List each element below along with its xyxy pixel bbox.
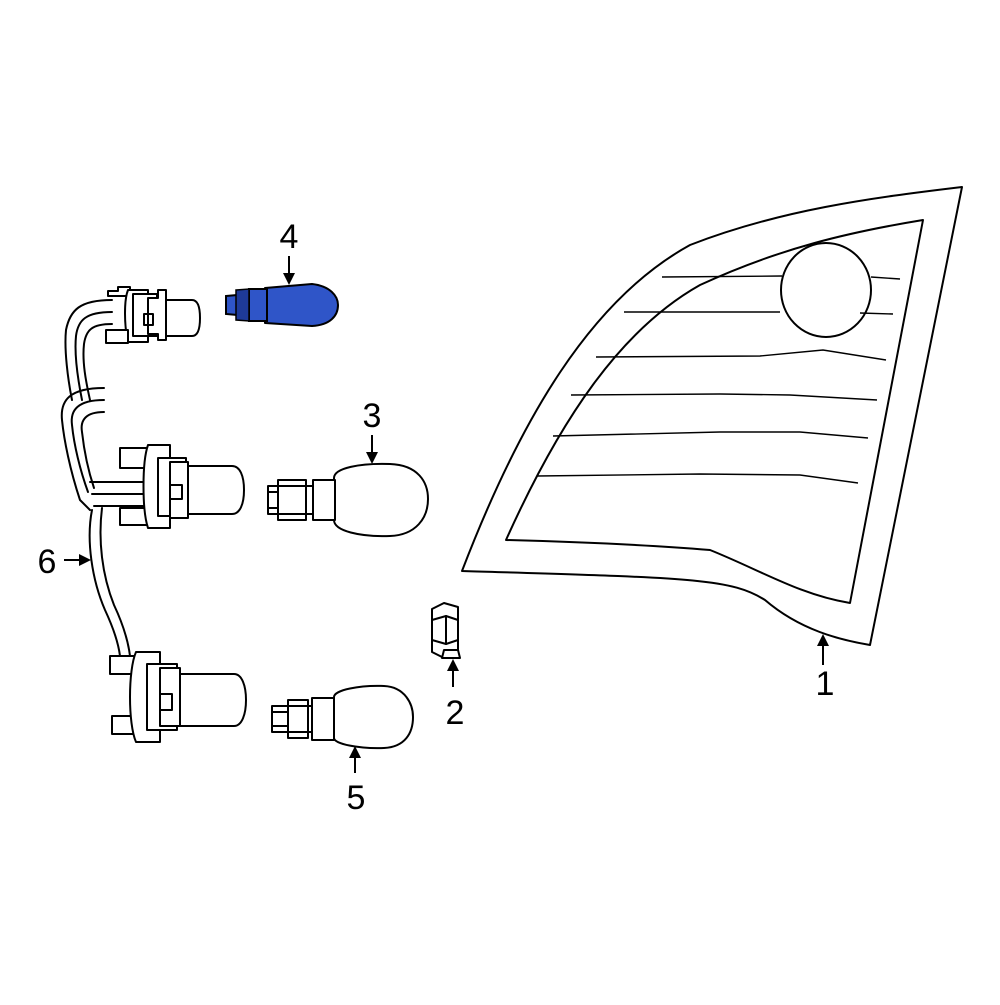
part-4-bulb-highlighted[interactable]: [225, 283, 339, 327]
callout-label-1: 1: [816, 665, 835, 703]
part-1-lamp-assembly[interactable]: [461, 186, 963, 646]
callout-4-arrow: [283, 256, 295, 285]
callout-label-6: 6: [38, 543, 57, 581]
callout-1-arrow: [817, 634, 829, 665]
callout-3-arrow: [366, 435, 378, 464]
callout-label-4: 4: [280, 218, 299, 256]
callout-label-3: 3: [363, 397, 382, 435]
part-3-bulb[interactable]: [267, 462, 429, 538]
part-2-nut[interactable]: [431, 602, 461, 659]
part-5-bulb[interactable]: [271, 684, 414, 750]
callout-label-5: 5: [347, 779, 366, 817]
callout-label-2: 2: [446, 694, 465, 732]
part-6-socket-harness[interactable]: [60, 286, 247, 743]
callout-2-arrow: [447, 659, 459, 687]
callout-6-arrow: [64, 554, 91, 566]
callout-5-arrow: [349, 746, 361, 773]
